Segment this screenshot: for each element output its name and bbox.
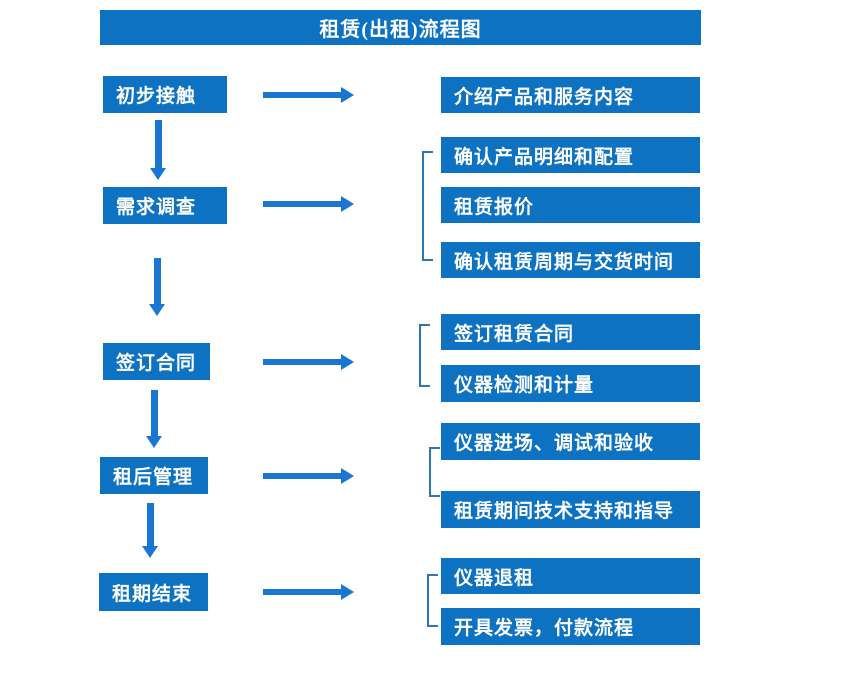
group-bracket: [419, 324, 430, 387]
detail-box-rental-quote: 租赁报价: [441, 187, 700, 223]
down-arrow-icon: [150, 120, 167, 180]
right-arrow-icon: [263, 354, 354, 370]
right-arrow-icon: [263, 87, 354, 103]
detail-box-instrument-return: 仪器退租: [441, 558, 700, 594]
down-arrow-icon: [142, 503, 159, 558]
group-bracket: [422, 151, 433, 261]
right-arrow-icon: [263, 468, 354, 484]
stage-box-sign-contract: 签订合同: [103, 343, 210, 380]
down-arrow-icon: [149, 258, 166, 316]
detail-box-instrument-testing: 仪器检测和计量: [441, 365, 700, 402]
detail-box-confirm-product-config: 确认产品明细和配置: [441, 137, 700, 173]
right-arrow-icon: [263, 584, 354, 600]
stage-box-demand-survey: 需求调查: [103, 187, 227, 224]
stage-box-post-rental-management: 租后管理: [100, 457, 208, 494]
page-title: 租赁(出租)流程图: [319, 19, 482, 41]
detail-box-sign-rental-contract: 签订租赁合同: [441, 314, 700, 350]
group-bracket: [427, 574, 438, 627]
group-bracket: [429, 447, 440, 497]
detail-box-instrument-setup-acceptance: 仪器进场、调试和验收: [441, 423, 700, 460]
stage-box-initial-contact: 初步接触: [103, 76, 227, 113]
right-arrow-icon: [263, 196, 354, 212]
detail-box-tech-support: 租赁期间技术支持和指导: [441, 491, 700, 528]
title-bar: 租赁(出租)流程图: [100, 10, 701, 45]
down-arrow-icon: [146, 390, 163, 448]
detail-box-confirm-period-delivery: 确认租赁周期与交货时间: [441, 242, 700, 278]
stage-box-rental-end: 租期结束: [99, 573, 208, 611]
detail-box-invoice-payment: 开具发票，付款流程: [441, 608, 700, 645]
detail-box-introduce-products: 介绍产品和服务内容: [441, 77, 700, 113]
